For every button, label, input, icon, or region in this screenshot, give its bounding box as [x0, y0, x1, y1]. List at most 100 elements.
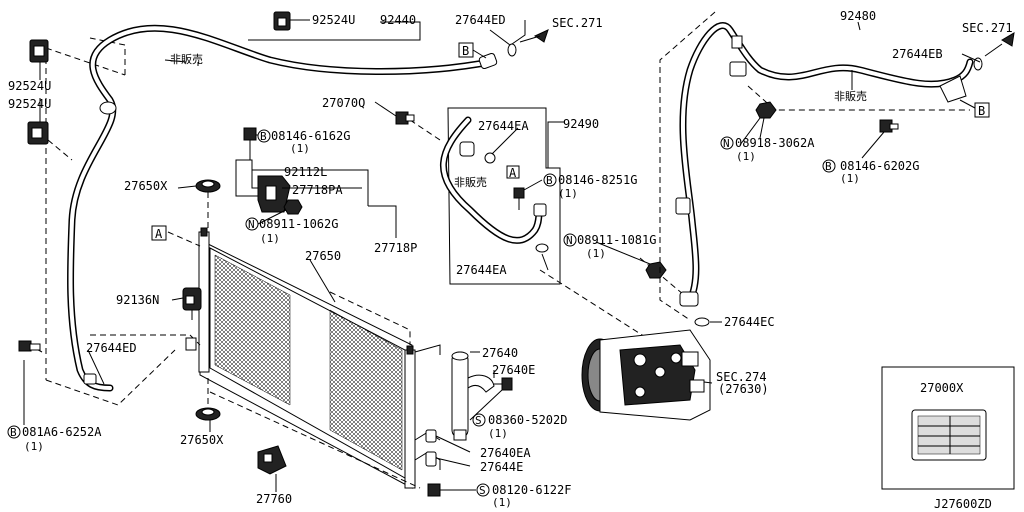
label-08911-1062G: 08911-1062G [259, 217, 338, 231]
condenser-core-mesh [214, 254, 403, 471]
label-27650: 27650 [305, 249, 341, 263]
o-ring-27644E[interactable] [425, 451, 471, 467]
clip-92524U-left-upper[interactable] [29, 39, 49, 63]
label-92490: 92490 [563, 117, 599, 131]
pressure-sensor-92136N[interactable] [182, 287, 202, 351]
label-08120-6122F: 08120-6122F [492, 483, 571, 497]
label-08911-1081G: 08911-1081G [577, 233, 656, 247]
sec271-arrow-left [519, 29, 549, 43]
qty-08120-6122F: (1) [492, 496, 512, 509]
prefix-B-081A6-6252A: B [10, 426, 17, 439]
label-08146-8251G: 08146-8251G [558, 173, 637, 187]
pipe-92490[interactable] [440, 116, 547, 244]
label-27650X-bottom: 27650X [180, 433, 224, 447]
connector-27760[interactable] [257, 445, 287, 475]
label-08360-5202D: 08360-5202D [488, 413, 567, 427]
pipe-92440[interactable] [66, 24, 498, 392]
middle-dashed-box [447, 107, 561, 285]
caution-label-icon [917, 415, 981, 455]
label-081A6-6252A: 081A6-6252A [22, 425, 102, 439]
compressor-27630[interactable] [581, 329, 711, 421]
label-27644E: 27644E [480, 460, 523, 474]
label-92480: 92480 [840, 9, 876, 23]
label-not-for-sale-right: 非販売 [834, 90, 867, 103]
label-box-27000X [881, 366, 1015, 490]
prefix-N-08918-3062A: N [723, 137, 730, 150]
ref-letter-B-left: B [462, 44, 469, 58]
prefix-N-08911-1062G: N [248, 218, 255, 231]
nut-08918-3062A[interactable] [755, 101, 777, 139]
o-ring-27644EA-lower[interactable] [535, 243, 549, 253]
screw-08360-5202D[interactable] [494, 377, 513, 391]
label-08146-6162G: 08146-6162G [271, 129, 350, 143]
bolt-08146-8251G[interactable] [513, 187, 525, 210]
bolt-27070Q[interactable] [395, 111, 415, 125]
bolt-081A6-6252A[interactable] [18, 340, 43, 353]
label-92112L: 92112L [284, 165, 327, 179]
ref-letter-A-left: A [155, 227, 163, 241]
o-ring-27644EB[interactable] [973, 57, 983, 71]
dash-to-compressor [539, 269, 651, 341]
receiver-drier-27640[interactable] [451, 351, 469, 441]
sec271-arrow-right [984, 32, 1015, 57]
qty-08146-8251G: (1) [558, 187, 578, 200]
prefix-B-08146-8251G: B [546, 174, 553, 187]
diagram-id: J27600ZD [934, 497, 992, 511]
dash-27070Q [409, 119, 441, 141]
qty-08918-3062A: (1) [736, 150, 756, 163]
o-ring-27644EA-upper[interactable] [484, 152, 496, 164]
prefix-B-08146-6202G: B [825, 160, 832, 173]
ref-letter-B-right: B [978, 104, 985, 118]
label-27070Q: 27070Q [322, 96, 365, 110]
label-27650X-top: 27650X [124, 179, 168, 193]
label-92524U-top: 92524U [312, 13, 355, 27]
bolt-08120-6122F[interactable] [427, 483, 476, 497]
label-08146-6202G: 08146-6202G [840, 159, 919, 173]
leader-lines [23, 19, 981, 492]
label-27640E: 27640E [492, 363, 535, 377]
label-27718PA: 27718PA [292, 183, 343, 197]
bolt-08146-6202G[interactable] [861, 119, 899, 159]
condenser-27650[interactable] [198, 227, 441, 489]
prefix-B-08146-6162G: B [260, 130, 267, 143]
clip-92524U-top[interactable] [273, 11, 308, 31]
label-sec271-left: SEC.271 [552, 16, 603, 30]
pipe-92480[interactable] [675, 22, 974, 307]
o-ring-27644EC[interactable] [694, 317, 710, 327]
ref-box-A-left: A [151, 225, 167, 241]
nut-08911-1062G[interactable] [283, 199, 303, 215]
label-27644EB: 27644EB [892, 47, 943, 61]
bracket-27718PA[interactable] [257, 175, 291, 213]
prefix-S-08120-6122F: S [479, 484, 486, 497]
ref-letter-A-middle: A [509, 166, 517, 180]
nut-08911-1081G[interactable] [645, 261, 667, 279]
label-27718P: 27718P [374, 241, 417, 255]
label-92524U-left-1: 92524U [8, 79, 51, 93]
o-ring-27640EA[interactable] [425, 429, 471, 453]
qty-08911-1062G: (1) [260, 232, 280, 245]
label-not-for-sale-middle: 非販売 [454, 176, 487, 189]
label-not-for-sale-left: 非販売 [170, 53, 203, 66]
label-27644EA-upper: 27644EA [478, 119, 529, 133]
label-sec274: SEC.274 [716, 370, 767, 384]
label-27640: 27640 [482, 346, 518, 360]
qty-08360-5202D: (1) [488, 427, 508, 440]
ref-box-B-right: B [959, 99, 990, 118]
ref-box-B-left: B [458, 42, 487, 59]
rubber-mount-27650X-top[interactable] [195, 179, 221, 228]
label-27760: 27760 [256, 492, 292, 506]
label-sec271-right: SEC.271 [962, 21, 1013, 35]
label-27644EC: 27644EC [724, 315, 775, 329]
qty-08911-1081G: (1) [586, 247, 606, 260]
bolt-08146-6162G[interactable] [243, 127, 257, 160]
bracket-27640E[interactable] [467, 374, 495, 393]
label-27630: (27630) [718, 382, 769, 396]
o-ring-27644ED-top[interactable] [489, 29, 517, 57]
rubber-mount-27650X-bottom[interactable] [195, 378, 221, 421]
left-assembly-dashed-outline [45, 37, 190, 406]
clip-92524U-left-lower[interactable] [27, 121, 73, 161]
label-27640EA: 27640EA [480, 446, 531, 460]
prefix-S-08360-5202D: S [475, 414, 482, 427]
part-labels: 92524U 92440 27644ED SEC.271 非販売 92524U … [7, 9, 1013, 511]
